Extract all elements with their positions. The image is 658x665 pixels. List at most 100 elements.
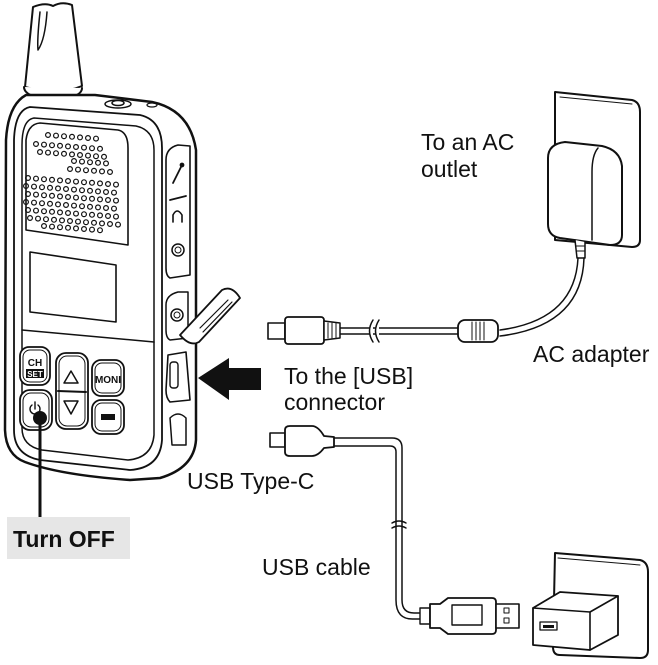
grille-hole [32,141,39,148]
grille-hole [76,134,83,141]
grille-hole [68,133,75,140]
grille-hole [44,132,51,139]
grille-hole [86,187,93,194]
usb-connector-label-line1: To the [USB] [284,363,414,389]
grille-hole [76,152,83,159]
grille-hole [52,150,59,157]
grille-hole [25,207,32,214]
turn-off-label: Turn OFF [13,526,115,552]
radio-front-bezel [13,106,163,471]
grille-hole [70,186,77,193]
grille-hole [42,216,49,223]
grille-hole [92,153,99,160]
grille-hole [98,220,105,227]
grille-hole [102,189,109,196]
grille-hole [84,152,91,159]
grille-hole [60,150,67,157]
grille-hole [44,149,51,156]
speaker-grille [23,132,121,234]
grille-hole [56,193,63,200]
side-screw-upper [171,243,185,257]
grille-hole [100,153,107,160]
grille-hole [92,135,99,142]
grille-hole [56,177,63,184]
grille-hole [102,205,109,212]
grille-hole [32,191,39,198]
grille-hole [50,216,57,223]
triangle-up-icon [63,370,79,384]
grille-hole [98,168,105,175]
grille-hole [80,195,87,202]
grille-hole [27,215,34,222]
grille-hole [31,199,38,206]
cable-break-usb [391,520,407,529]
ac-adapter [267,91,641,345]
antenna [24,2,83,93]
grille-hole [48,223,55,230]
grille-hole [90,167,97,174]
grille-hole [54,185,61,192]
usb-type-c-label: USB Type-C [187,468,315,494]
grille-hole [23,183,30,190]
moni-key[interactable] [91,359,125,397]
grille-hole [82,167,89,174]
grille-hole [104,181,111,188]
grille-hole [64,224,71,231]
grille-hole [88,211,95,218]
ac-outlet-label-line2: outlet [421,156,478,182]
grille-hole [56,142,63,149]
grille-hole [48,142,55,149]
grille-hole [84,135,91,142]
grille-hole [48,176,55,183]
cable-break-ac [368,319,380,343]
display-screen [29,251,117,323]
moni-key-label: MONI [95,375,121,386]
grille-hole [70,158,77,165]
grille-hole [86,203,93,210]
grille-hole [88,226,95,233]
triangle-down-icon [63,400,79,415]
grille-hole [72,194,79,201]
grille-hole [74,166,81,173]
set-key-label: SET [27,370,43,379]
grille-hole [94,159,101,166]
grille-hole [88,145,95,152]
grille-hole [78,203,85,210]
grille-hole [48,208,55,215]
grille-hole [104,197,111,204]
grille-hole [114,221,121,228]
grille-hole [82,219,89,226]
headphone-icon [172,210,183,223]
grille-hole [54,201,61,208]
ac-adapter-strain-relief [574,239,586,259]
ac-outlet-label-line1: To an AC [421,129,515,155]
grille-hole [72,210,79,217]
grille-hole [70,202,77,209]
grille-hole [112,181,119,188]
grille-hole [56,224,63,231]
grille-hole [48,192,55,199]
usb-connector-label-line2: connector [284,389,386,415]
grille-hole [46,184,53,191]
grille-hole [112,197,119,204]
grille-hole [66,218,73,225]
grille-hole [112,213,119,220]
usb-charger [532,591,619,651]
grille-hole [80,179,87,186]
grille-hole [96,212,103,219]
grille-hole [80,226,87,233]
grille-hole [31,183,38,190]
grille-hole [25,175,32,182]
grille-hole [52,132,59,139]
grille-hole [40,192,47,199]
ferrite-core [457,319,499,343]
grille-hole [36,149,43,156]
grille-hole [96,180,103,187]
grille-hole [68,151,75,158]
grille-hole [64,178,71,185]
grille-hole [46,200,53,207]
usb-port[interactable] [165,351,191,403]
keypad: CH SET MONI [19,346,125,435]
grille-hole [25,191,32,198]
